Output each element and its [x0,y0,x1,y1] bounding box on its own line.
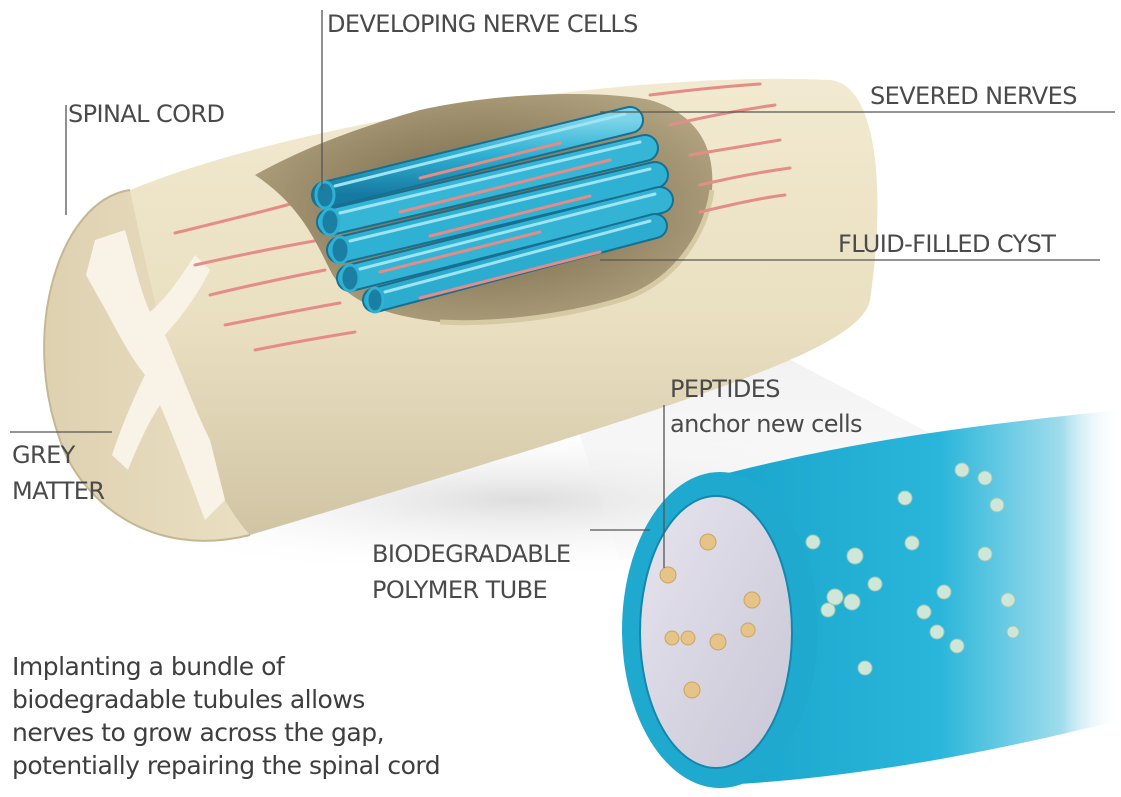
label-developing-nerve-cells: DEVELOPING NERVE CELLS [327,10,638,39]
label-polymer-line1: BIODEGRADABLE [372,540,570,569]
label-polymer-line2: POLYMER TUBE [372,576,547,605]
label-peptides-desc: anchor new cells [670,410,862,439]
label-severed-nerves: SEVERED NERVES [870,82,1077,111]
label-spinal-cord: SPINAL CORD [68,100,224,129]
caption-line-3: nerves to grow across the gap, [12,716,440,749]
caption: Implanting a bundle of biodegradable tub… [12,650,440,782]
caption-line-1: Implanting a bundle of [12,650,440,683]
label-grey-matter-line2: MATTER [12,477,104,506]
label-grey-matter-line1: GREY [12,441,75,470]
caption-line-4: potentially repairing the spinal cord [12,749,440,782]
label-peptides-title: PEPTIDES [670,375,780,404]
caption-line-2: biodegradable tubules allows [12,683,440,716]
label-fluid-filled-cyst: FLUID-FILLED CYST [838,230,1055,259]
